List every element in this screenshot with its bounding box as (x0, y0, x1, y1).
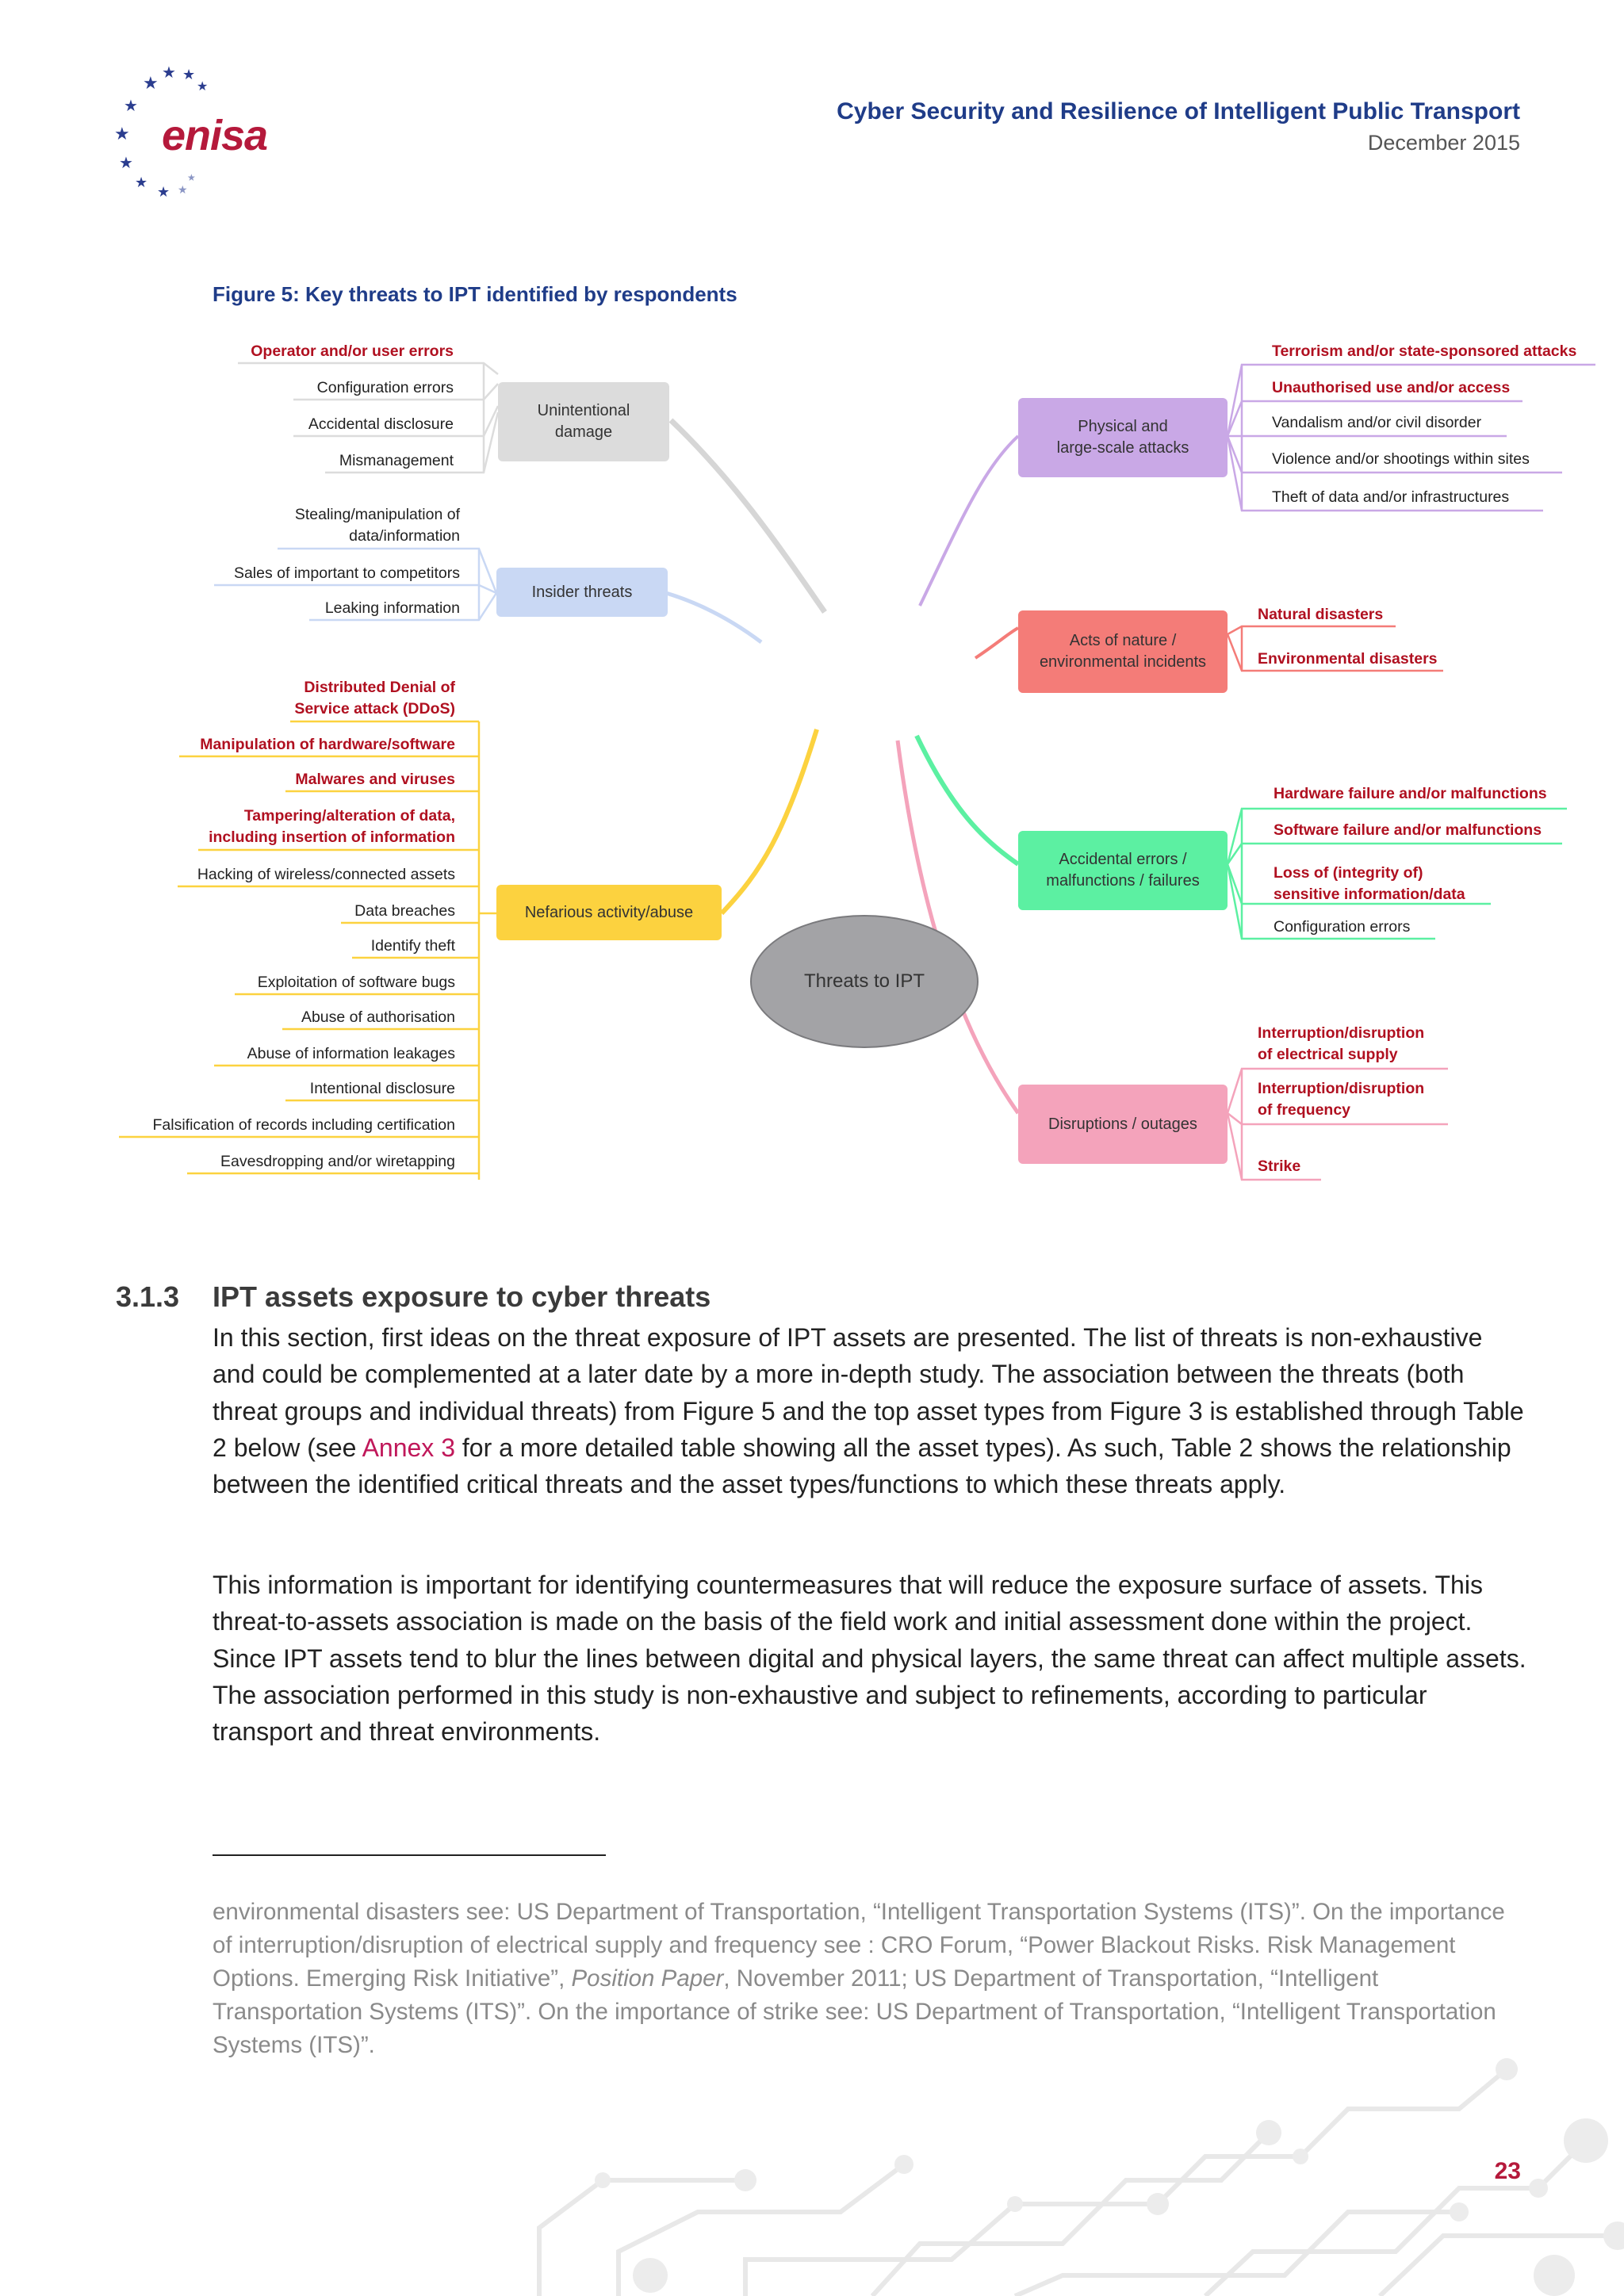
leaf-line: of frequency (1258, 1101, 1351, 1119)
leaf-threat: Vandalism and/or civil disorder (1272, 414, 1482, 431)
leaf-threat: Configuration errors (316, 379, 454, 396)
document-title: Cyber Security and Resilience of Intelli… (837, 98, 1520, 124)
figure-caption: Figure 5: Key threats to IPT identified … (213, 282, 737, 306)
leaf-threat: Exploitation of software bugs (257, 974, 455, 991)
leaf-threat: Abuse of authorisation (301, 1008, 455, 1026)
leaf-threat: Violence and/or shootings within sites (1272, 450, 1530, 468)
eu-stars-icon: ★ ★ ★ ★ ★ ★ ★ ★ ★ ★ ★ (114, 63, 208, 201)
hub-label: Disruptions / outages (1048, 1115, 1197, 1133)
leaf-threat: Theft of data and/or infrastructures (1272, 488, 1510, 506)
leaf-threat: Stealing/manipulation of data/informatio… (295, 504, 460, 547)
leaf-threat: Strike (1258, 1158, 1301, 1175)
leaf-threat: Loss of (integrity of) sensitive informa… (1274, 863, 1465, 905)
leaf-threat: Intentional disclosure (309, 1080, 455, 1097)
leaf-threat: Unauthorised use and/or access (1272, 379, 1511, 396)
hub-physical-attacks: Physical and large-scale attacks (1018, 398, 1228, 477)
svg-text:★: ★ (157, 184, 170, 201)
leaf-threat: Data breaches (354, 902, 455, 920)
page-number: 23 (1494, 2158, 1521, 2184)
svg-text:★: ★ (197, 78, 208, 94)
leaf-line: Interruption/disruption (1258, 1024, 1425, 1042)
leaf-line: of electrical supply (1258, 1046, 1398, 1063)
hub-disruptions: Disruptions / outages (1018, 1085, 1228, 1164)
svg-text:★: ★ (124, 96, 138, 115)
svg-text:★: ★ (162, 63, 176, 82)
paragraph-text: for a more detailed table showing all th… (213, 1433, 1511, 1499)
logo-wordmark: enisa (162, 112, 268, 159)
leaf-threat: Terrorism and/or state-sponsored attacks (1272, 342, 1577, 360)
leaf-threat: Accidental disclosure (308, 415, 454, 433)
paragraph: In this section, first ideas on the thre… (213, 1319, 1529, 1502)
leaf-line: sensitive information/data (1274, 886, 1465, 903)
leaf-threat: Configuration errors (1274, 918, 1411, 936)
hub-label-line: malfunctions / failures (1046, 872, 1200, 890)
footnote-text: , November 2011; US Department of Transp… (213, 1965, 1496, 2058)
hub-insider-threats: Insider threats (496, 568, 668, 617)
leaf-threat: Software failure and/or malfunctions (1274, 821, 1542, 839)
hub-label-line: environmental incidents (1039, 653, 1207, 671)
hub-label-line: damage (554, 423, 613, 441)
hub-nefarious-activity: Nefarious activity/abuse (496, 885, 722, 940)
leaf-threat: Tampering/alteration of data, including … (209, 806, 455, 848)
leaf-threat: Operator and/or user errors (251, 342, 454, 360)
hub-acts-of-nature: Acts of nature / environmental incidents (1018, 610, 1228, 693)
hub-accidental-errors: Accidental errors / malfunctions / failur… (1018, 831, 1228, 910)
leaf-threat: Environmental disasters (1258, 650, 1438, 668)
svg-text:★: ★ (187, 172, 196, 183)
leaf-line: Service attack (DDoS) (294, 700, 455, 718)
leaf-threat: Hacking of wireless/connected assets (197, 866, 455, 883)
footnote-italic: Position Paper (571, 1965, 724, 1992)
svg-text:★: ★ (114, 124, 130, 144)
leaf-line: Interruption/disruption (1258, 1080, 1425, 1097)
document-date: December 2015 (1367, 131, 1520, 155)
section-title: IPT assets exposure to cyber threats (213, 1280, 711, 1313)
leaf-line: Stealing/manipulation of (294, 506, 460, 523)
leaf-threat: Identify theft (370, 937, 455, 955)
leaf-line: data/information (349, 527, 460, 545)
leaf-threat: Interruption/disruption of electrical su… (1258, 1023, 1424, 1066)
circuit-decoration (537, 2058, 1624, 2296)
section-number: 3.1.3 (116, 1280, 180, 1313)
leaf-line: including insertion of information (209, 828, 455, 846)
hub-label: Insider threats (531, 583, 633, 601)
leaf-threat: Interruption/disruption of frequency (1258, 1078, 1424, 1121)
center-label: Threats to IPT (803, 970, 925, 992)
leaf-line: Distributed Denial of (304, 679, 455, 696)
leaf-threat: Malwares and viruses (295, 771, 455, 788)
hub-label-line: Accidental errors / (1059, 851, 1187, 868)
leaf-threat: Distributed Denial of Service attack (DD… (294, 677, 455, 720)
hub-label-line: large-scale attacks (1056, 439, 1189, 457)
svg-text:★: ★ (143, 74, 159, 94)
svg-text:★: ★ (178, 184, 188, 197)
hub-label-line: Acts of nature / (1069, 632, 1177, 649)
footnote-text: environmental disasters see: US Departme… (213, 1899, 1505, 1992)
footnote: environmental disasters see: US Departme… (213, 1896, 1529, 2062)
mindmap-connectors (119, 362, 1595, 1181)
svg-text:★: ★ (182, 67, 195, 83)
leaf-threat: Manipulation of hardware/software (200, 736, 455, 753)
leaf-threat: Falsification of records including certi… (152, 1116, 455, 1134)
leaf-threat: Eavesdropping and/or wiretapping (220, 1153, 455, 1170)
hub-label-line: Physical and (1078, 418, 1168, 435)
leaf-threat: Sales of important to competitors (233, 564, 460, 582)
hub-label-line: Unintentional (537, 402, 630, 419)
leaf-threat: Abuse of information leakages (247, 1045, 455, 1062)
center-node: Threats to IPT (750, 915, 979, 1048)
leaf-threat: Natural disasters (1258, 606, 1384, 623)
leaf-line: Tampering/alteration of data, (243, 807, 455, 825)
leaf-threat: Mismanagement (339, 452, 454, 469)
leaf-line: Loss of (integrity of) (1274, 864, 1423, 882)
svg-text:★: ★ (135, 174, 147, 191)
paragraph-text: In this section, first ideas on the thre… (213, 1323, 1524, 1462)
leaf-threat: Hardware failure and/or malfunctions (1274, 785, 1547, 802)
enisa-logo: ★ ★ ★ ★ ★ ★ ★ ★ ★ ★ ★ enisa (111, 62, 270, 205)
svg-text:★: ★ (119, 153, 133, 172)
hub-label: Nefarious activity/abuse (524, 903, 694, 921)
hub-unintentional-damage: Unintentional damage (498, 382, 669, 461)
footnote-separator (213, 1854, 606, 1856)
threats-mindmap: Threats to IPT Unintentional damage Insid… (0, 317, 1624, 1205)
leaf-threat: Leaking information (324, 599, 460, 617)
annex-3-link[interactable]: Annex 3 (362, 1433, 455, 1462)
paragraph: This information is important for identi… (213, 1571, 1526, 1747)
